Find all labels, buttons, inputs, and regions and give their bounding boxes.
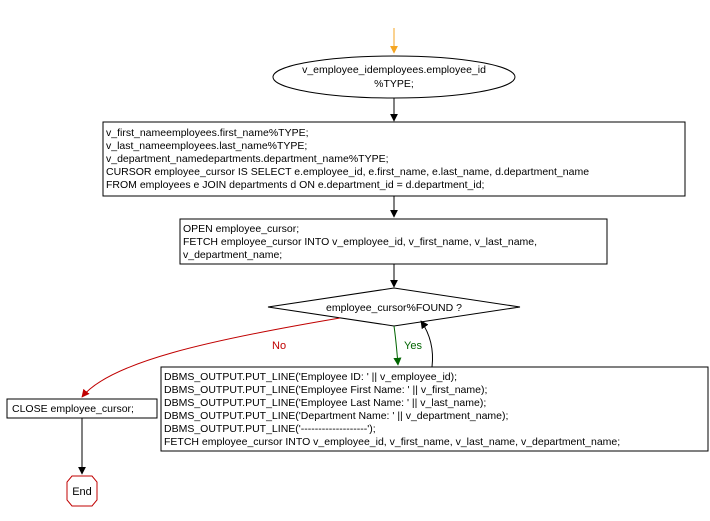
declare-type-line-2: %TYPE;	[374, 78, 414, 90]
end-label: End	[72, 486, 92, 498]
declare-type-node: v_employee_idemployees.employee_id %TYPE…	[272, 55, 516, 99]
no-label: No	[272, 340, 286, 352]
loop-body-line-3: DBMS_OUTPUT.PUT_LINE('Employee Last Name…	[164, 397, 486, 409]
end-node: End	[66, 475, 98, 507]
loop-back-arrow	[420, 320, 433, 368]
declare-line-1: v_first_nameemployees.first_name%TYPE;	[106, 127, 309, 139]
declare-type-line-1: v_employee_idemployees.employee_id	[302, 64, 486, 76]
loop-body-line-2: DBMS_OUTPUT.PUT_LINE('Employee First Nam…	[164, 384, 487, 396]
declare-line-4: CURSOR employee_cursor IS SELECT e.emplo…	[106, 166, 589, 178]
open-fetch-line-3: v_department_name;	[183, 249, 282, 261]
close-node: CLOSE employee_cursor;	[6, 398, 158, 419]
decision-label: employee_cursor%FOUND ?	[326, 302, 462, 314]
loop-body-line-1: DBMS_OUTPUT.PUT_LINE('Employee ID: ' || …	[164, 371, 457, 383]
yes-label: Yes	[404, 340, 422, 352]
yes-branch-arrow	[393, 325, 402, 366]
declare-block-node: v_first_nameemployees.first_name%TYPE; v…	[102, 121, 686, 197]
loop-body-line-5: DBMS_OUTPUT.PUT_LINE('------------------…	[164, 423, 376, 435]
loop-body-node: DBMS_OUTPUT.PUT_LINE('Employee ID: ' || …	[160, 366, 709, 452]
no-branch-arrow	[81, 317, 341, 398]
declare-line-5: FROM employees e JOIN departments d ON e…	[106, 179, 484, 191]
open-fetch-line-1: OPEN employee_cursor;	[183, 223, 299, 235]
close-label: CLOSE employee_cursor;	[12, 403, 134, 415]
open-fetch-line-2: FETCH employee_cursor INTO v_employee_id…	[183, 236, 537, 248]
loop-body-line-6: FETCH employee_cursor INTO v_employee_id…	[164, 436, 620, 448]
declare-line-3: v_department_namedepartments.department_…	[106, 153, 389, 165]
declare-line-2: v_last_nameemployees.last_name%TYPE;	[106, 140, 307, 152]
loop-body-line-4: DBMS_OUTPUT.PUT_LINE('Department Name: '…	[164, 410, 508, 422]
decision-node: employee_cursor%FOUND ?	[267, 287, 521, 327]
open-fetch-node: OPEN employee_cursor; FETCH employee_cur…	[179, 218, 608, 265]
